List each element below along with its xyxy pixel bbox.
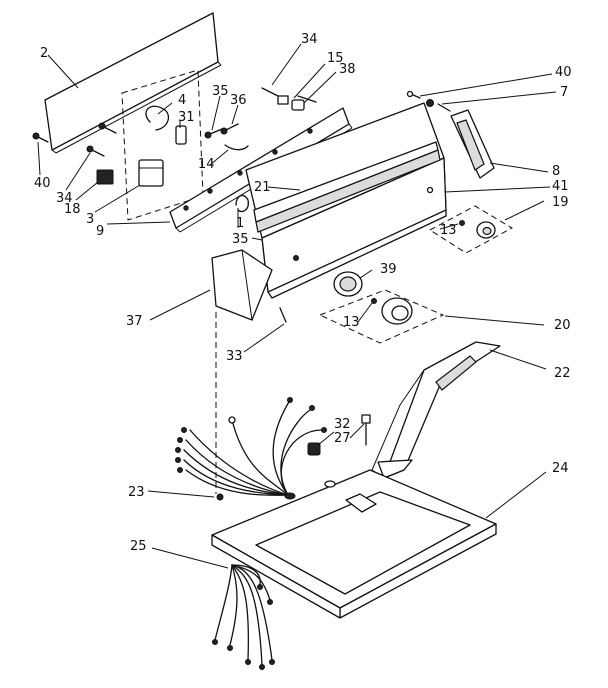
part-wire-harness-lower	[212, 564, 275, 670]
callout-4: 4	[178, 93, 186, 108]
part-screws-left	[32, 122, 117, 157]
callout-41: 41	[552, 179, 569, 194]
callout-24: 24	[552, 461, 569, 476]
callout-21: 21	[254, 180, 271, 195]
callout-36: 36	[230, 93, 247, 108]
callout-2: 2	[40, 46, 48, 61]
callout-34-left: 34	[56, 191, 73, 206]
part-wire-harness-upper	[175, 397, 327, 500]
part-terminal-wires	[204, 123, 249, 213]
callout-3: 3	[86, 212, 94, 227]
part-thermostat	[261, 87, 317, 111]
part-wiring-connector	[307, 414, 371, 456]
callout-14: 14	[198, 157, 215, 172]
alignment-guide	[215, 307, 287, 494]
callout-40-left: 40	[34, 176, 51, 191]
callout-33: 33	[226, 349, 243, 364]
part-timer-ring	[333, 271, 363, 297]
callout-40-right: 40	[555, 65, 572, 80]
callout-20: 20	[554, 318, 571, 333]
part-end-cap	[211, 249, 273, 321]
callout-1: 1	[236, 216, 244, 231]
callout-8: 8	[552, 164, 560, 179]
callout-23: 23	[128, 485, 145, 500]
callout-18: 18	[64, 202, 81, 217]
part-end-bracket	[406, 90, 495, 179]
callout-13-right: 13	[440, 223, 457, 238]
callout-9: 9	[96, 224, 104, 239]
part-top-panel	[211, 469, 497, 619]
callout-13-left: 13	[343, 315, 360, 330]
callout-35-top: 35	[212, 84, 229, 99]
callout-19: 19	[552, 195, 569, 210]
part-control-console	[245, 102, 447, 299]
callout-34-top: 34	[301, 32, 318, 47]
part-back-panel	[44, 12, 222, 154]
callout-32: 32	[334, 417, 351, 432]
part-wire-connector	[96, 105, 187, 187]
callout-15: 15	[327, 51, 344, 66]
part-front-panel-cover	[371, 341, 501, 479]
part-timer-knob-box	[318, 289, 445, 344]
callout-37: 37	[126, 314, 143, 329]
leader-lines	[37, 43, 557, 569]
callout-22: 22	[554, 366, 571, 381]
part-selector-knob-box	[429, 205, 514, 254]
callout-labels: 2 4 31 35 36 34 15 38 40 7 40 34 18 3 9 …	[34, 32, 572, 554]
callout-7: 7	[560, 85, 568, 100]
callout-31: 31	[178, 110, 195, 125]
callout-39: 39	[380, 262, 397, 277]
callout-35-lower: 35	[232, 232, 249, 247]
callout-27: 27	[334, 431, 351, 446]
callout-25: 25	[130, 539, 147, 554]
callout-38: 38	[339, 62, 356, 77]
